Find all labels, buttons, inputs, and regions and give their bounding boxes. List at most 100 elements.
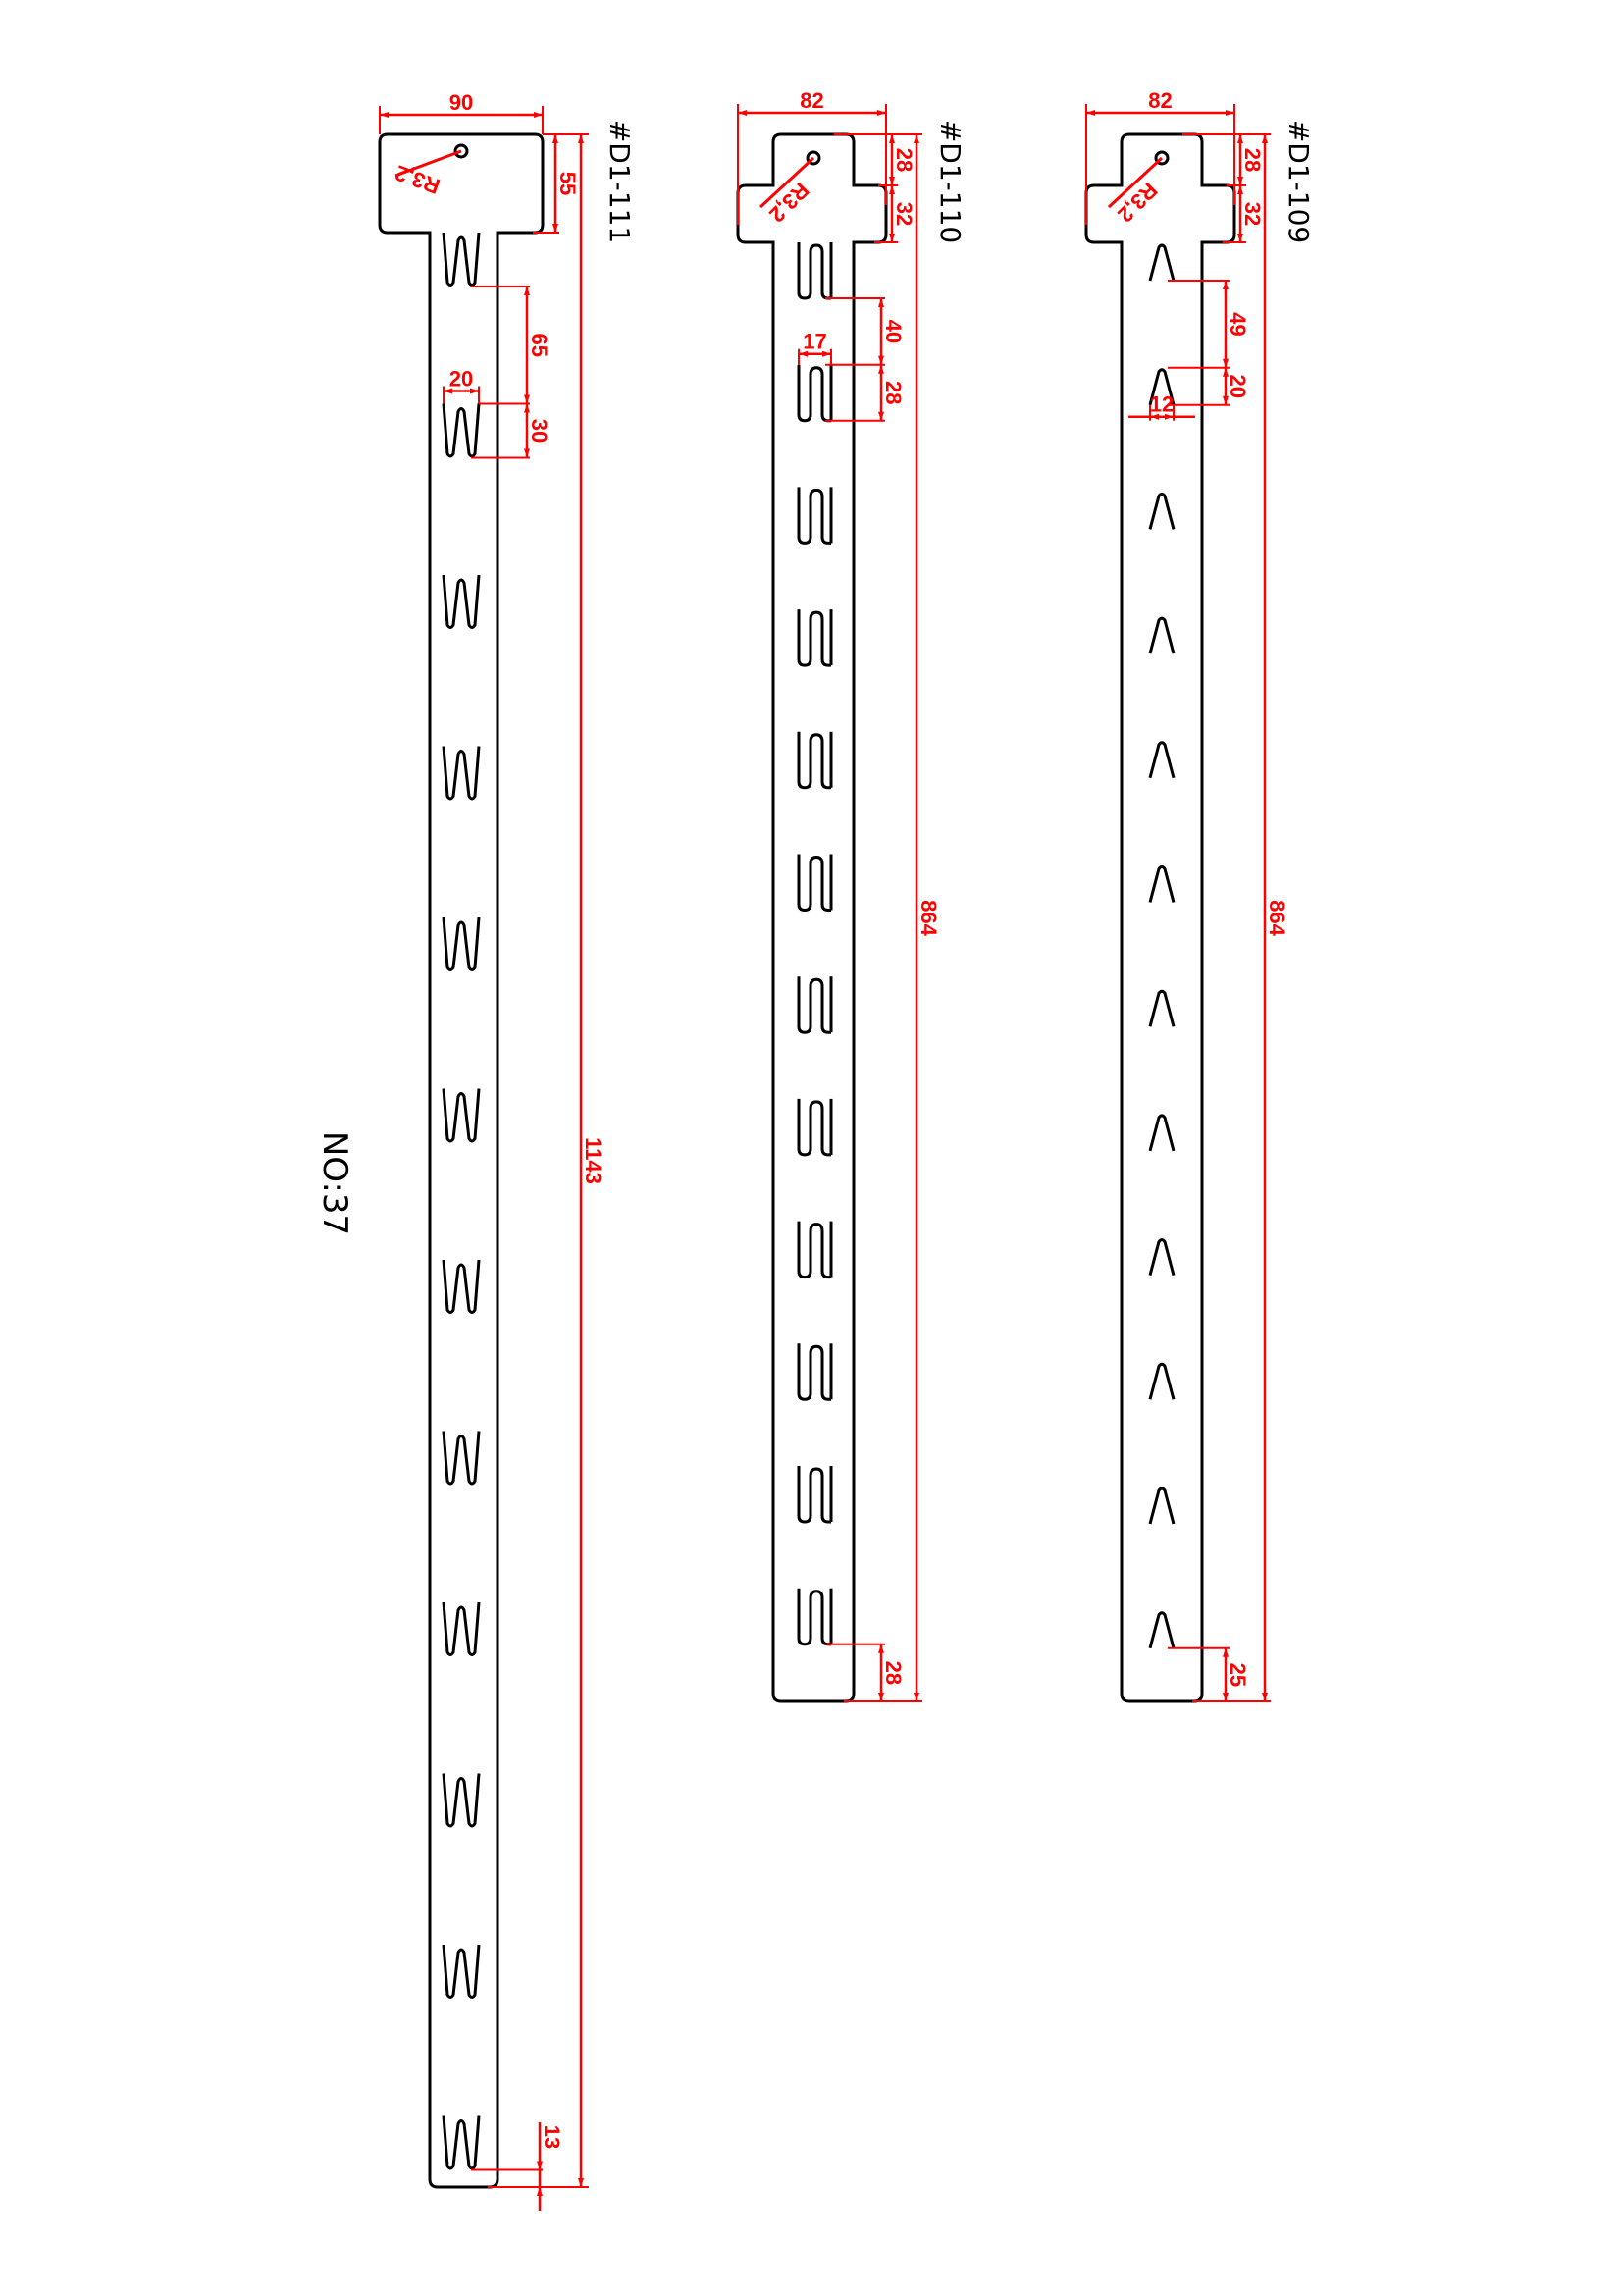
w-hook-icon [442,232,481,287]
dimension-arrowhead [889,234,895,242]
dimension-arrowhead [878,364,884,374]
hole-radius-leader [394,149,462,178]
hang-hole-icon [1154,150,1170,166]
dimension-arrowhead [1262,134,1268,143]
wing-height-dim-value: 32 [892,202,916,226]
dimension-arrowhead [552,224,558,233]
double-u-hook-icon [797,242,831,300]
hook-pitch-dim-value: 49 [1226,312,1250,336]
dimension-arrowhead [1165,413,1174,420]
dimension-arrowhead [578,2178,584,2187]
a-hook-icon [1148,1362,1176,1400]
double-u-hook-icon [797,609,831,667]
double-u-hook-icon [797,1221,831,1279]
dimension-arrowhead [1237,134,1243,143]
dimension-arrowhead [878,355,884,365]
w-hook-icon [442,403,481,458]
dimension-arrowhead [1223,395,1229,405]
dimension-arrowhead [1223,1693,1229,1701]
bottom-margin-dim-value: 28 [881,1661,906,1685]
w-hook-icon [442,574,481,629]
dimension-arrowhead [1223,281,1229,289]
dimension-arrowhead [878,1693,884,1701]
bottom-margin-dim-value: 13 [540,2125,564,2149]
w-hook-icon [442,1259,481,1314]
double-u-hook-icon [797,731,831,790]
dimension-arrowhead [799,350,808,357]
head-width-dim-value: 90 [449,90,473,115]
a-hook-icon [1148,865,1176,903]
dimension-arrowhead [822,350,831,357]
w-hook-icon [442,746,481,801]
a-hook-icon [1148,1114,1176,1152]
total-length-dim-value: 1143 [581,1137,605,1184]
double-u-hook-icon [797,854,831,912]
dimension-arrowhead [1226,110,1234,116]
dimension-arrowhead [878,411,884,421]
dimension-arrowhead [524,403,530,413]
w-hook-icon [442,1088,481,1143]
w-hook-icon [442,2115,481,2170]
hang-hole-icon [453,143,469,159]
w-hook-icon [442,1773,481,1828]
a-hook-icon [1148,616,1176,654]
dimension-arrowhead [524,394,530,404]
double-u-hook-icon [797,487,831,545]
dimension-arrowhead [1223,358,1229,368]
hang-hole-icon [806,150,821,166]
sheet-title: NO:37 [315,1131,354,1235]
w-hook-icon [442,1601,481,1656]
dimension-arrowhead [1086,110,1095,116]
double-u-hook-icon [797,1343,831,1401]
dimension-arrowhead [470,388,479,394]
a-hook-icon [1148,989,1176,1027]
hook-height-dim-value: 20 [1226,374,1250,397]
head-width-dim-value: 82 [800,88,823,113]
hook-pitch-dim-value: 65 [527,334,551,357]
dimension-arrowhead [1150,413,1159,420]
dimension-arrowhead [578,134,584,143]
a-hook-icon [1148,492,1176,530]
bottom-margin-dim-value: 25 [1226,1663,1250,1687]
double-u-hook-icon [797,1588,831,1646]
head-width-dim-value: 82 [1148,88,1172,113]
dimension-arrowhead [380,112,389,118]
a-hook-icon [1148,368,1176,406]
dimension-arrowhead [1223,1647,1229,1657]
dimension-arrowhead [889,177,895,185]
dimension-arrowhead [889,134,895,143]
dimension-arrowhead [524,287,530,295]
dimension-arrowhead [914,1693,919,1701]
dimension-arrowhead [878,1644,884,1653]
dimension-arrowhead [537,2161,543,2170]
w-hook-icon [442,916,481,971]
dimension-arrowhead [1237,177,1243,185]
double-u-hook-icon [797,1466,831,1524]
tab-height-dim-value: 28 [892,148,916,172]
dimension-arrowhead [534,112,543,118]
hole-radius-leader [759,156,815,209]
dimension-arrowhead [537,2187,543,2196]
w-hook-icon [442,1944,481,1999]
double-u-hook-icon [797,976,831,1034]
wing-height-dim-value: 32 [1240,202,1265,226]
dimension-arrowhead [738,110,747,116]
dimension-arrowhead [1262,1693,1268,1701]
dimension-arrowhead [552,134,558,143]
dimension-arrowhead [1237,185,1243,194]
double-u-hook-icon [797,1098,831,1157]
model-label: #D1-109 [1282,120,1315,243]
a-hook-icon [1148,741,1176,779]
strip-outline [378,132,545,2189]
a-hook-icon [1148,1487,1176,1525]
hook-height-dim-value: 30 [527,419,551,443]
model-label: #D1-110 [934,120,967,243]
a-hook-icon [1148,1238,1176,1276]
head-height-dim-value: 55 [555,172,580,195]
dimension-arrowhead [889,185,895,194]
